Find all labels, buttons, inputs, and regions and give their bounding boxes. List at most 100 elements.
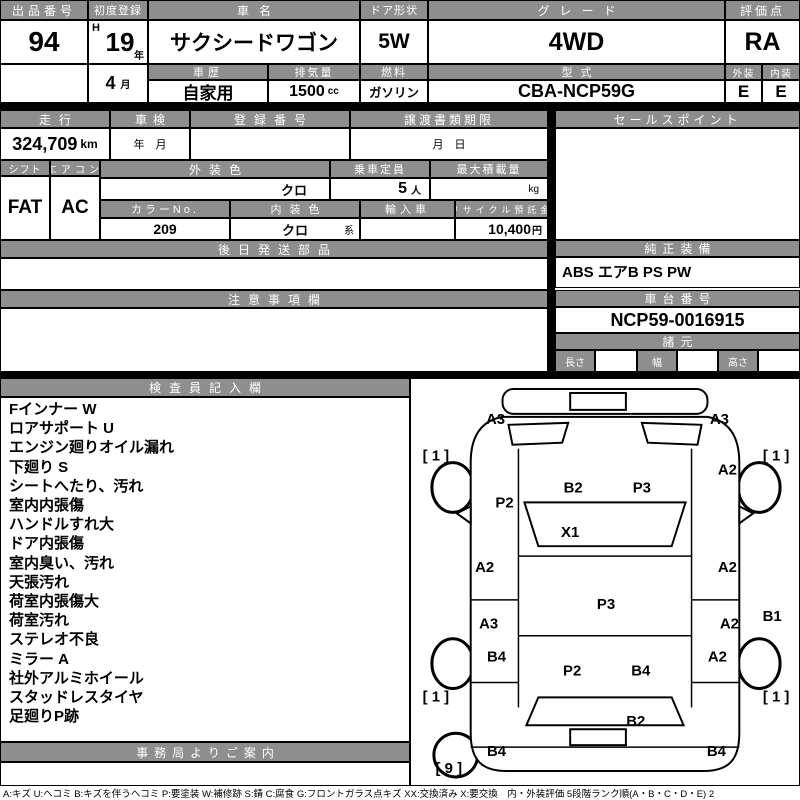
- inspection-item: 室内内張傷: [9, 497, 85, 515]
- damage-mark: B4: [707, 743, 727, 760]
- door-shape-value: 5W: [360, 20, 428, 64]
- damage-mark: A2: [718, 462, 737, 479]
- transfer-deadline-value: 月 日: [350, 128, 548, 160]
- displacement-unit: cc: [327, 86, 339, 97]
- era-prefix: H: [92, 22, 100, 34]
- exterior-color-label: 外装色: [100, 160, 330, 178]
- damage-mark: B4: [631, 663, 651, 680]
- damage-mark: [ 1 ]: [763, 688, 790, 705]
- damage-mark: B4: [487, 649, 507, 666]
- rear-license-plate: [569, 728, 627, 747]
- inspection-item: 足廻りP跡: [9, 708, 80, 726]
- front-license-plate: [569, 391, 627, 411]
- genuine-equipment-label: 純正装備: [555, 240, 800, 257]
- exterior-color-value: クロ: [100, 178, 330, 200]
- mileage-unit: km: [80, 137, 98, 151]
- inspection-item: ロアサポート U: [9, 420, 115, 438]
- interior-grade-label: 内装: [762, 64, 800, 80]
- lot-number-label: 出品番号: [0, 0, 88, 20]
- recycle-deposit-value: 10,400: [488, 221, 531, 237]
- horizontal-divider: [0, 372, 800, 378]
- sales-point-label: セールスポイント: [555, 110, 800, 128]
- mileage-value-cell: 324,709 km: [0, 128, 110, 160]
- chassis-number-label: 車台番号: [555, 290, 800, 307]
- width-value: [677, 350, 718, 372]
- office-info-area: [0, 762, 410, 786]
- max-load-value: kg: [430, 178, 548, 200]
- inspection-item: ミラー A: [9, 650, 70, 668]
- displacement-value-cell: 1500 cc: [268, 80, 360, 103]
- inspection-item: ステレオ不良: [9, 631, 100, 649]
- shift-value: FAT: [0, 176, 50, 240]
- length-label: 長さ: [555, 350, 595, 372]
- capacity-unit: 人: [411, 185, 421, 197]
- damage-mark: B2: [564, 479, 583, 496]
- car-name-value: サクシードワゴン: [148, 20, 360, 64]
- inspection-item: ハンドルすれ大: [9, 516, 115, 534]
- genuine-equipment-value: ABS エアB PS PW: [555, 257, 800, 288]
- vertical-divider: [548, 110, 555, 378]
- model-code-value: CBA-NCP59G: [428, 80, 725, 103]
- interior-color-value-cell: クロ 系: [230, 218, 360, 240]
- car-history-label: 車歴: [148, 64, 268, 80]
- registration-number-value: [190, 128, 350, 160]
- first-registration-month: 4: [105, 73, 116, 93]
- import-car-value: [360, 218, 455, 240]
- rear-window: [524, 696, 686, 727]
- damage-mark: [ 1 ]: [423, 448, 450, 465]
- damage-mark: P3: [633, 479, 651, 496]
- first-registration-year-cell: H 19 年: [88, 20, 148, 64]
- first-registration-year: 19: [105, 26, 135, 57]
- damage-mark: A3: [479, 616, 498, 633]
- score-label: 評価点: [725, 0, 800, 20]
- inspection-item: 荷室内張傷大: [9, 593, 100, 611]
- color-number-label: カラーNo.: [100, 200, 230, 218]
- left-headlight: [507, 421, 570, 446]
- door-shape-label: ドア形状: [360, 0, 428, 20]
- inspection-item: 室内臭い、汚れ: [9, 554, 115, 572]
- damage-mark: [ 9 ]: [436, 760, 463, 777]
- damage-mark: [ 1 ]: [763, 448, 790, 465]
- width-label: 幅: [637, 350, 677, 372]
- capacity-value-cell: 5 人: [330, 178, 430, 200]
- transfer-deadline-label: 譲渡書類期限: [350, 110, 548, 128]
- exterior-grade-label: 外装: [725, 64, 762, 80]
- later-shipping-parts-area: [0, 258, 548, 290]
- max-load-label: 最大積載量: [430, 160, 548, 178]
- inspector-notes-label: 検査員記入欄: [0, 378, 410, 397]
- damage-mark: B1: [763, 608, 782, 625]
- registration-number-label: 登録番号: [190, 110, 350, 128]
- damage-mark: A2: [475, 559, 494, 576]
- interior-color-value: クロ: [281, 222, 308, 238]
- damage-mark: P2: [563, 663, 581, 680]
- front-right-wheel: [736, 461, 782, 514]
- import-car-label: 輸入車: [360, 200, 455, 218]
- grade-value: 4WD: [428, 20, 725, 64]
- inspection-item: Fインナー W: [9, 401, 97, 418]
- sales-point-area: [555, 128, 800, 240]
- inspection-item: 下廻り S: [9, 458, 69, 476]
- right-mirror: [738, 504, 756, 526]
- lot-number-value: 94: [0, 20, 88, 64]
- lot-empty-cell: [0, 64, 88, 103]
- windshield: [523, 501, 687, 548]
- displacement-value: 1500: [289, 82, 325, 100]
- later-shipping-parts-label: 後日発送部品: [0, 240, 548, 258]
- aircon-value: AC: [50, 176, 100, 240]
- chassis-number-value: NCP59-0016915: [555, 307, 800, 333]
- front-left-wheel: [430, 461, 476, 514]
- aircon-label: エアコン: [50, 160, 100, 176]
- displacement-label: 排気量: [268, 64, 360, 80]
- car-history-value: 自家用: [148, 80, 268, 103]
- capacity-label: 乗車定員: [330, 160, 430, 178]
- caution-notes-area: [0, 308, 548, 372]
- recycle-deposit-label: リサイクル預託金: [455, 200, 548, 218]
- shift-label: シフト: [0, 160, 50, 176]
- left-mirror: [454, 504, 472, 526]
- horizontal-divider: [0, 103, 800, 110]
- rear-left-wheel: [430, 637, 476, 690]
- inspection-item: 社外アルミホイール: [9, 669, 144, 687]
- rear-right-wheel: [736, 637, 782, 690]
